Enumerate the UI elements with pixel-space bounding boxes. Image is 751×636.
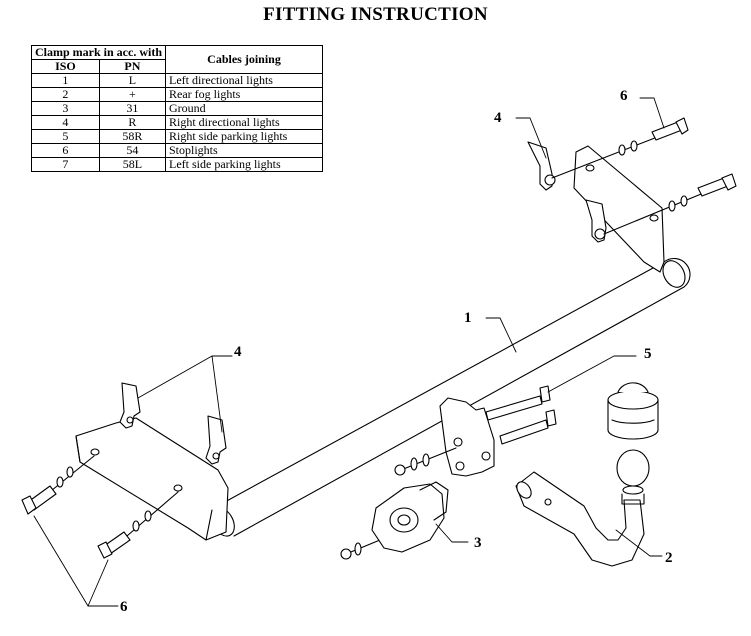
right-bolt-upper <box>551 117 689 179</box>
table-header-row: Clamp mark in acc. with Cables joining <box>31 45 323 74</box>
page-title: FITTING INSTRUCTION <box>263 4 488 25</box>
cable-joining-table: Clamp mark in acc. with Cables joining I… <box>31 45 323 172</box>
socket-plate <box>371 481 449 553</box>
table-row: 4 R Right directional lights <box>31 115 323 130</box>
tow-ball-cap <box>607 382 659 440</box>
right-bracket-upper <box>527 141 556 191</box>
cell-desc: Left directional lights <box>165 73 323 88</box>
center-nuts-washers <box>340 447 457 560</box>
cell-pn: 54 <box>98 143 167 158</box>
header-pn: PN <box>98 59 167 74</box>
right-bolt-lower <box>603 173 737 235</box>
table-row: 2 + Rear fog lights <box>31 87 323 102</box>
cell-desc: Ground <box>165 101 323 116</box>
header-clamp-mark: Clamp mark in acc. with <box>31 45 166 60</box>
center-ball-mount-bracket <box>439 397 495 477</box>
right-mounting-plate <box>573 145 665 273</box>
table-row: 6 54 Stoplights <box>31 143 323 158</box>
tow-ball-neck <box>515 471 645 567</box>
cell-iso: 7 <box>31 157 100 172</box>
header-cables-joining: Cables joining <box>165 45 323 74</box>
mounting-bolts-5 <box>485 385 557 445</box>
callout-part-4-left: 4 <box>234 344 242 360</box>
table-row: 7 58L Left side parking lights <box>31 157 323 172</box>
cell-pn: 58L <box>98 157 167 172</box>
left-bolt-upper <box>21 455 95 515</box>
callout-part-2: 2 <box>665 550 673 566</box>
left-bracket-rear <box>205 415 227 465</box>
callout-part-6-bottom: 6 <box>120 599 128 615</box>
callout-part-3: 3 <box>474 535 482 551</box>
cell-desc: Rear fog lights <box>165 87 323 102</box>
table-row: 3 31 Ground <box>31 101 323 116</box>
left-bolt-lower <box>97 491 179 559</box>
table-row: 1 L Left directional lights <box>31 73 323 88</box>
callout-part-6-top: 6 <box>620 88 628 104</box>
cell-desc: Left side parking lights <box>165 157 323 172</box>
tow-ball <box>616 449 650 505</box>
callout-part-5: 5 <box>644 346 652 362</box>
left-mounting-plate <box>75 417 229 541</box>
callout-part-1: 1 <box>464 310 472 326</box>
callout-part-4-top: 4 <box>494 110 502 126</box>
left-bracket-front <box>119 382 141 429</box>
leader-lines <box>33 97 665 607</box>
